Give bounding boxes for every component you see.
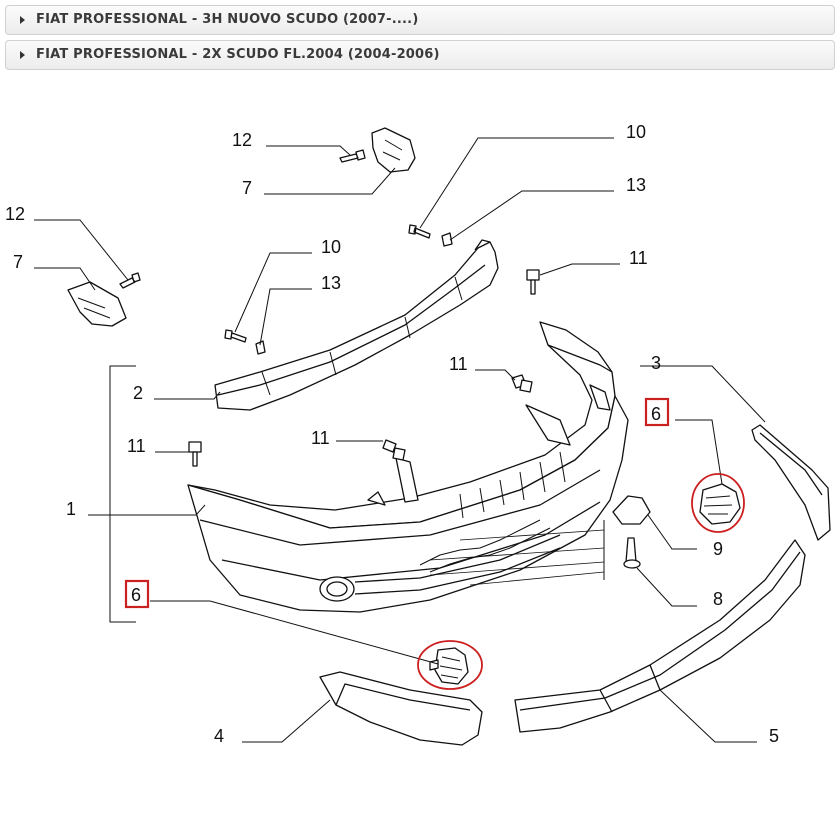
callout-12: 12: [232, 130, 252, 150]
callout-6: 6: [651, 404, 661, 424]
accordion-item-label: FIAT PROFESSIONAL - 2X SCUDO FL.2004 (20…: [36, 47, 440, 62]
bolt-part: [119, 272, 141, 289]
callout-12: 12: [5, 204, 25, 224]
bolt-part: [339, 149, 366, 163]
callout-4: 4: [214, 726, 224, 746]
left-corner-trim-part: [319, 671, 483, 746]
callout-13: 13: [626, 175, 646, 195]
highlight-circle: [417, 640, 483, 690]
callout-11: 11: [311, 428, 330, 448]
screw-part: [382, 439, 406, 461]
bumper-parts-diagram: 12 7 10 13 12 7 10 13 11 11 11 11 2 1 3 …: [5, 122, 831, 746]
highlight-box: [124, 579, 150, 609]
caret-right-icon: [20, 16, 25, 24]
mounting-bracket-part: [371, 127, 416, 173]
callout-6: 6: [131, 585, 141, 605]
callout-3: 3: [651, 353, 661, 373]
screw-part: [511, 374, 533, 393]
callout-7: 7: [13, 252, 23, 272]
callout-10: 10: [626, 122, 646, 142]
right-side-trim-part: [751, 424, 831, 541]
fastener-clip-part: [434, 647, 469, 685]
screw-part: [526, 269, 540, 295]
support-bracket-part: [612, 495, 651, 525]
callout-5: 5: [769, 726, 779, 746]
callout-10: 10: [321, 237, 341, 257]
callout-13: 13: [321, 273, 341, 293]
callout-11: 11: [127, 436, 146, 456]
callout-1: 1: [66, 499, 76, 519]
reinforcement-beam-part: [214, 239, 499, 411]
callout-8: 8: [713, 589, 723, 609]
bumper-cover-part: [187, 321, 629, 613]
caret-right-icon: [20, 51, 25, 59]
highlight-box: [644, 397, 670, 427]
callout-2: 2: [133, 383, 143, 403]
bolt-part: [408, 224, 431, 239]
leader-lines: [34, 137, 766, 743]
accordion-item-scudo-fl2004[interactable]: FIAT PROFESSIONAL - 2X SCUDO FL.2004 (20…: [5, 40, 835, 70]
screw-part: [188, 441, 202, 467]
accordion-item-nuovo-scudo[interactable]: FIAT PROFESSIONAL - 3H NUOVO SCUDO (2007…: [5, 5, 835, 35]
callout-7: 7: [242, 178, 252, 198]
clip-nut-part: [441, 232, 453, 247]
accordion-item-label: FIAT PROFESSIONAL - 3H NUOVO SCUDO (2007…: [36, 12, 419, 27]
callout-9: 9: [713, 539, 723, 559]
callout-11: 11: [449, 354, 468, 374]
mounting-bracket-part: [67, 281, 127, 327]
callout-11: 11: [629, 248, 648, 268]
stud-bolt-part: [623, 537, 641, 569]
fastener-clip-part: [699, 483, 741, 525]
bolt-part: [224, 329, 247, 343]
highlight-circle: [691, 473, 745, 533]
front-spoiler-part: [514, 539, 806, 733]
